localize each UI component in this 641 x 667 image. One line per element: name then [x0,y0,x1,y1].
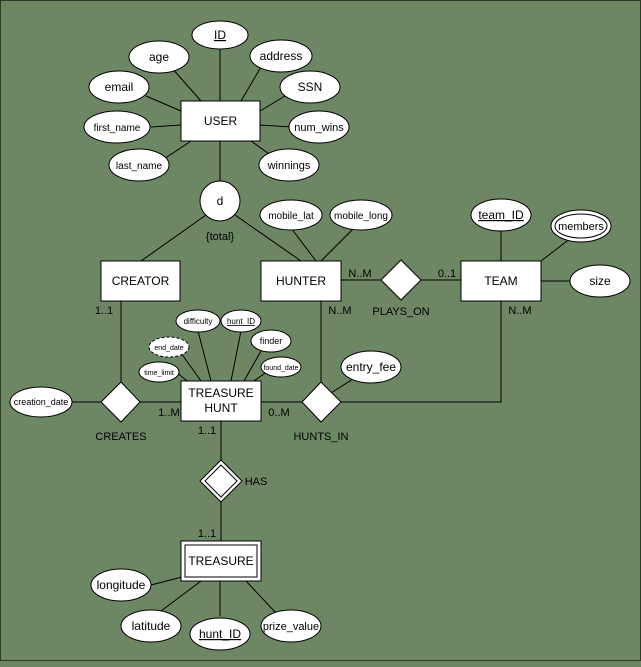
creator-entity: CREATOR [100,260,181,302]
attr-winnings-label: winnings [267,160,311,172]
card-team-hunts-in: N..M [508,305,531,317]
attr-found-date: found_date [260,356,302,378]
hunts-in-label: HUNTS_IN [293,431,348,443]
attr-time-limit: time_limit [138,361,180,383]
attr-last-name-label: last_name [116,161,163,172]
attr-time-limit-label: time_limit [144,370,174,377]
card-treasure-has: 1..1 [198,528,216,540]
card-creator-creates: 1..1 [95,305,113,317]
treasure-entity: TREASURE [180,540,262,582]
attr-creation-date-label: creation_date [14,397,69,407]
attr-end-date-label: end_date [154,345,183,352]
card-team-plays-on: 0..1 [438,268,456,280]
attr-finder-label: finder [260,336,283,346]
attr-difficulty: difficulty [175,309,221,333]
attr-first-name: first_name [83,110,151,144]
attr-latitude-label: latitude [132,619,171,633]
card-hunter-plays-on: N..M [348,268,371,280]
creates-relationship: CREATES [95,381,147,443]
treasure-hunt-label-line1: TREASURE [188,386,253,400]
attr-hunt-id-label: hunt_ID [227,317,255,326]
attr-age: age [128,40,190,74]
user-entity: USER [180,100,261,142]
attr-last-name: last_name [108,148,170,182]
attr-num-wins-label: num_wins [294,122,344,134]
creates-label: CREATES [95,431,146,443]
attr-latitude: latitude [120,609,182,643]
team-entity: TEAM [460,260,542,302]
attr-id: ID [191,20,249,50]
attr-longitude-label: longitude [97,578,146,592]
attr-treasure-hunt-id: hunt_ID [189,617,251,651]
attr-end-date: end_date [148,336,190,358]
specialization-symbol: d [217,194,224,208]
attr-address: address [249,39,313,73]
attr-first-name-label: first_name [94,123,141,134]
attr-longitude: longitude [90,568,152,602]
attr-prize-value: prize_value [260,609,322,643]
attr-mobile-lat: mobile_lat [259,199,323,231]
attr-size: size [569,264,631,298]
attr-winnings: winnings [258,148,320,182]
attr-treasure-hunt-id-label: hunt_ID [199,627,241,641]
disjoint-specialization: d {total} [199,180,241,243]
attr-email-label: email [105,80,134,94]
card-hunt-hunts-in: 0..M [268,407,289,419]
attr-email: email [88,70,150,104]
hunter-entity-label: HUNTER [276,274,326,288]
attr-entry-fee-label: entry_fee [346,360,396,374]
attr-address-label: address [260,49,303,63]
attr-age-label: age [149,50,169,64]
attr-team-id-label: team_ID [478,208,524,222]
plays-on-relationship: PLAYS_ON [372,259,430,318]
attr-found-date-label: found_date [263,365,298,372]
attr-size-label: size [589,274,611,288]
connector-lines [72,48,572,616]
attr-ssn-label: SSN [298,80,323,94]
attr-creation-date: creation_date [9,386,73,418]
attr-mobile-long-label: mobile_long [334,211,388,222]
attr-prize-value-label: prize_value [263,621,319,633]
creator-entity-label: CREATOR [112,274,170,288]
attr-id-label: ID [214,28,226,42]
attr-mobile-long: mobile_long [329,199,393,231]
attr-finder: finder [250,329,292,353]
treasure-hunt-entity: TREASURE HUNT [180,380,262,422]
attr-members-label: members [558,221,604,233]
attr-mobile-lat-label: mobile_lat [268,211,314,222]
hunts-in-relationship: HUNTS_IN [293,381,349,443]
treasure-hunt-label-line2: HUNT [204,401,238,415]
card-hunt-creates: 1..M [158,407,179,419]
attr-ssn: SSN [279,70,341,104]
attr-entry-fee: entry_fee [340,350,402,384]
plays-on-label: PLAYS_ON [372,306,429,318]
has-label: HAS [245,476,268,488]
attr-team-id: team_ID [470,198,532,232]
attr-hunt-id: hunt_ID [220,309,262,333]
card-hunt-has: 1..1 [198,425,216,437]
total-constraint-label: {total} [206,231,234,243]
has-relationship: HAS [199,459,268,503]
user-entity-label: USER [204,114,238,128]
team-entity-label: TEAM [484,274,517,288]
attr-difficulty-label: difficulty [184,317,213,326]
attr-num-wins: num_wins [288,110,350,144]
card-hunter-hunts-in: N..M [328,305,351,317]
hunter-entity: HUNTER [260,260,342,302]
attr-members: members [550,209,612,243]
treasure-entity-label: TREASURE [188,554,253,568]
